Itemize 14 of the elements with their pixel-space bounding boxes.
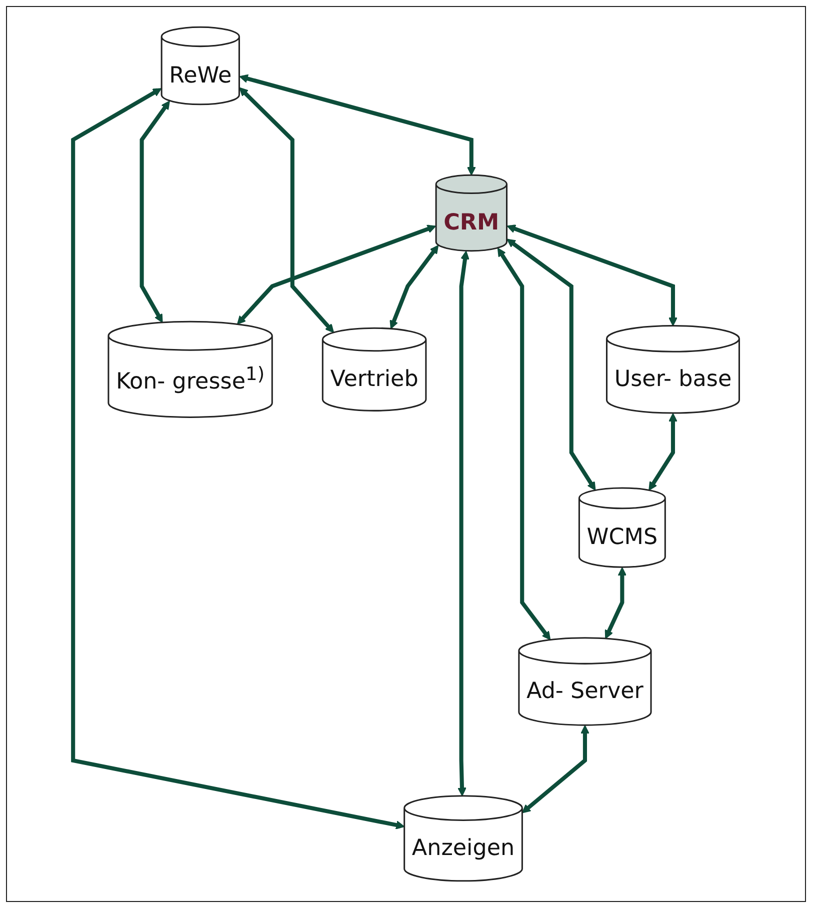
arrow	[236, 224, 436, 325]
arrow	[497, 248, 550, 640]
arrow	[506, 238, 596, 491]
arrow	[648, 413, 678, 491]
arrow	[457, 250, 470, 796]
arrow	[70, 88, 405, 830]
arrow	[140, 100, 170, 323]
arrow	[238, 87, 334, 333]
flowchart-diagram: User- base WCMS Ad- Server CRM Kon- gresse$^{1)}$ Vertrieb Anzeigen ReWe	[64, 19, 748, 889]
arrow	[390, 245, 438, 330]
arrow	[506, 224, 678, 326]
arrow	[522, 725, 590, 814]
arrow	[604, 567, 626, 639]
arrow	[239, 74, 476, 176]
